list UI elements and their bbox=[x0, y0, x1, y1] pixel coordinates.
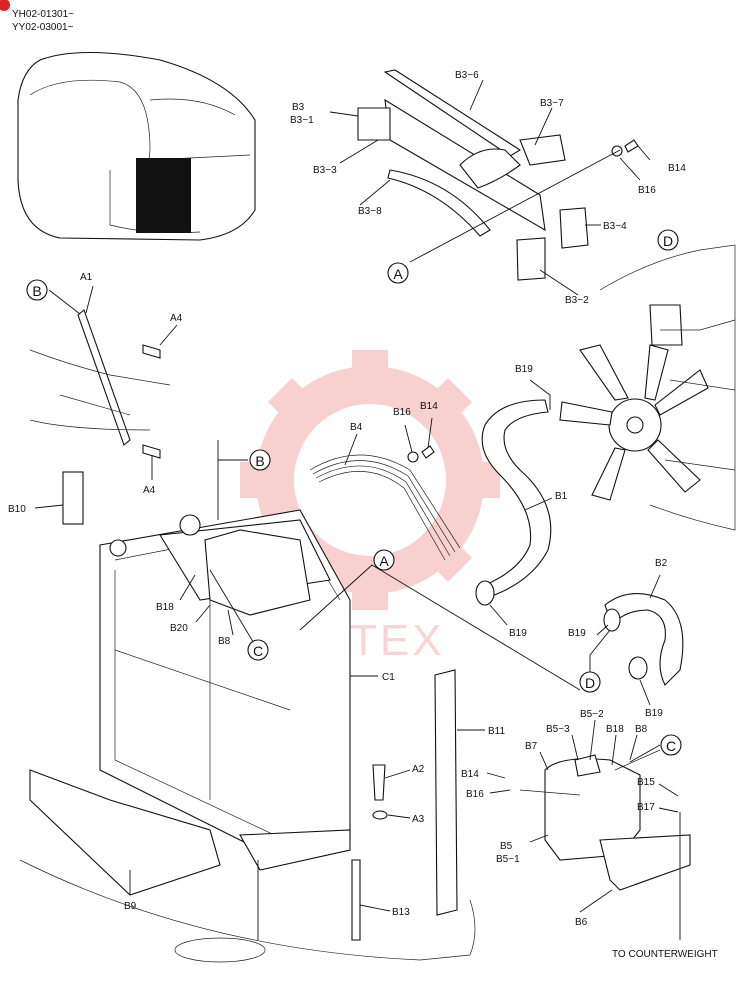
serial-number-2: YY02-03001~ bbox=[12, 22, 74, 33]
base-frame-outline bbox=[19, 859, 476, 961]
svg-text:A: A bbox=[393, 266, 403, 282]
svg-text:C: C bbox=[666, 738, 676, 754]
callout-a-mid: A bbox=[373, 549, 395, 571]
callout-d-bottom: D bbox=[579, 671, 601, 693]
label-b7: B7 bbox=[525, 741, 538, 752]
svg-text:D: D bbox=[585, 675, 595, 691]
label-b1: B1 bbox=[555, 491, 568, 502]
svg-text:A: A bbox=[379, 553, 389, 569]
label-b16-mid: B16 bbox=[393, 407, 411, 418]
label-b13: B13 bbox=[392, 907, 410, 918]
label-a4-bottom: A4 bbox=[143, 485, 156, 496]
label-b3-3: B3−3 bbox=[313, 165, 337, 176]
label-c1: C1 bbox=[382, 672, 395, 683]
label-a4-top: A4 bbox=[170, 313, 183, 324]
b2-lower-hose bbox=[604, 593, 684, 686]
label-b19-mid: B19 bbox=[509, 628, 527, 639]
callout-c-right: C bbox=[660, 734, 682, 756]
engine-fan-assembly bbox=[559, 244, 736, 531]
label-b3-1: B3−1 bbox=[290, 115, 314, 126]
serial-number-1: YH02-01301~ bbox=[12, 9, 74, 20]
label-b5-3: B5−3 bbox=[546, 724, 570, 735]
label-b6: B6 bbox=[575, 917, 588, 928]
a1-stay-bracket bbox=[29, 309, 171, 459]
corner-mark bbox=[0, 0, 10, 11]
b19-clamp-upper bbox=[475, 580, 495, 606]
callout-a-top: A bbox=[387, 262, 409, 284]
svg-text:B: B bbox=[255, 453, 264, 469]
b3-shroud-assembly bbox=[357, 69, 639, 281]
label-b11: B11 bbox=[488, 726, 505, 737]
label-b17: B17 bbox=[637, 802, 655, 813]
svg-text:B: B bbox=[32, 283, 41, 299]
b4-harness bbox=[309, 445, 461, 561]
radiator-location-highlight bbox=[136, 158, 191, 233]
b1-upper-hose bbox=[479, 399, 552, 601]
label-b3: B3 bbox=[292, 102, 305, 113]
label-b3-6: B3−6 bbox=[455, 70, 479, 81]
callout-b-left: B bbox=[26, 279, 48, 301]
label-b8: B8 bbox=[218, 636, 231, 647]
label-b3-7: B3−7 bbox=[540, 98, 564, 109]
label-b9: B9 bbox=[124, 901, 137, 912]
label-b15: B15 bbox=[637, 777, 655, 788]
label-b16-bottom: B16 bbox=[466, 789, 484, 800]
label-b5-1: B5−1 bbox=[496, 854, 520, 865]
label-b3-8: B3−8 bbox=[358, 206, 382, 217]
label-to-counterweight: TO COUNTERWEIGHT bbox=[612, 949, 718, 960]
svg-text:D: D bbox=[663, 233, 673, 249]
label-b2: B2 bbox=[655, 558, 668, 569]
label-b19-bottom: B19 bbox=[645, 708, 663, 719]
b5-reserve-tank bbox=[519, 749, 691, 891]
label-b8-right: B8 bbox=[635, 724, 648, 735]
label-a1: A1 bbox=[80, 272, 93, 283]
label-b18: B18 bbox=[156, 602, 174, 613]
label-b5-2: B5−2 bbox=[580, 709, 604, 720]
label-b5: B5 bbox=[500, 841, 513, 852]
label-b16-top: B16 bbox=[638, 185, 656, 196]
machine-overview bbox=[17, 51, 256, 241]
label-b19-top: B19 bbox=[515, 364, 533, 375]
label-b14-mid: B14 bbox=[420, 401, 438, 412]
label-b10: B10 bbox=[8, 504, 26, 515]
leader-lines bbox=[34, 79, 681, 940]
svg-text:C: C bbox=[253, 643, 263, 659]
a2-bolt bbox=[372, 764, 386, 801]
radiator-assembly bbox=[29, 509, 351, 896]
b13-pipe bbox=[351, 859, 361, 941]
b10-block bbox=[62, 471, 84, 525]
label-b18-right: B18 bbox=[606, 724, 624, 735]
b11-seal-bar bbox=[434, 669, 458, 916]
label-b3-2: B3−2 bbox=[565, 295, 589, 306]
label-b14-top: B14 bbox=[668, 163, 686, 174]
label-b20: B20 bbox=[170, 623, 188, 634]
callout-c-mid: C bbox=[247, 639, 269, 661]
callout-b-mid: B bbox=[249, 449, 271, 471]
label-b4: B4 bbox=[350, 422, 363, 433]
label-a3: A3 bbox=[412, 814, 425, 825]
label-b19-right: B19 bbox=[568, 628, 586, 639]
a3-washer bbox=[372, 810, 388, 820]
label-b3-4: B3−4 bbox=[603, 221, 627, 232]
callout-d-top: D bbox=[657, 229, 679, 251]
label-a2: A2 bbox=[412, 764, 425, 775]
label-b14-bottom: B14 bbox=[461, 769, 479, 780]
